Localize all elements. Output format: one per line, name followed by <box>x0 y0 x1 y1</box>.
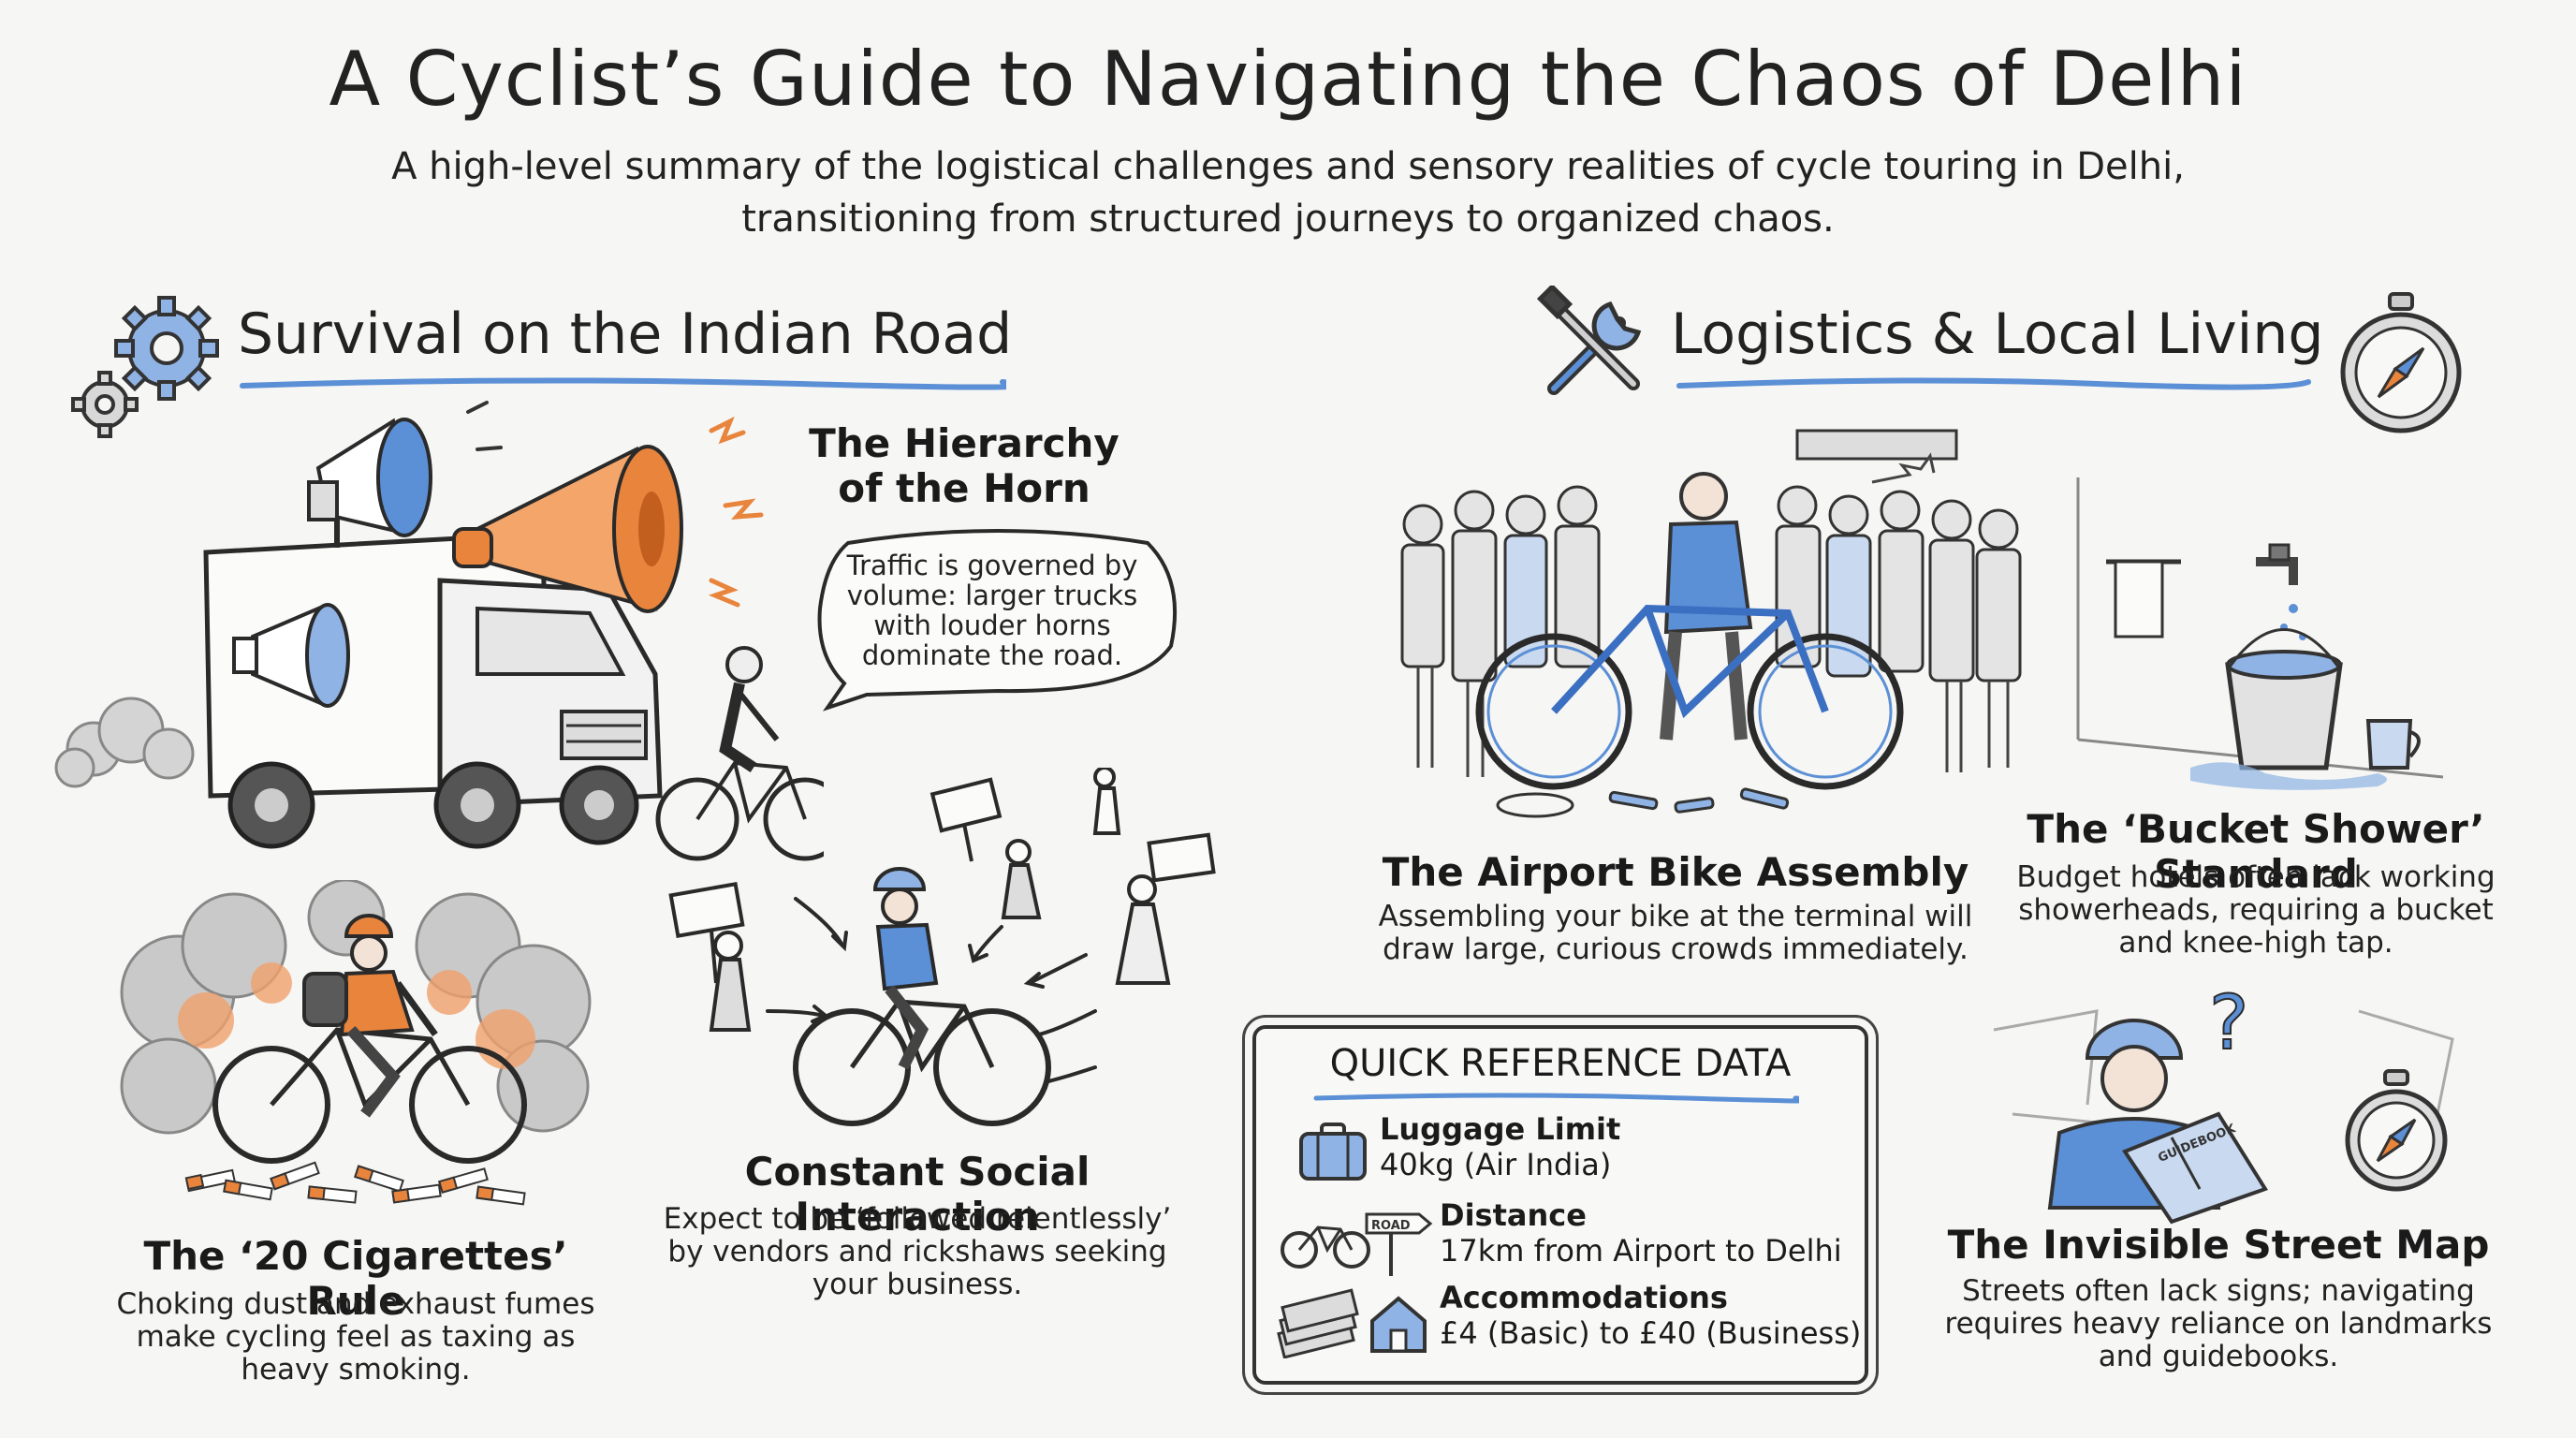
card-desc-bucket: Budget hotels often lack working showerh… <box>2016 860 2496 960</box>
money-house-icon <box>1277 1288 1427 1358</box>
bicycle-road-sign-icon: ROAD <box>1281 1212 1433 1276</box>
quick-ref-value-distance: 17km from Airport to Delhi <box>1440 1233 1842 1269</box>
quick-ref-label-distance: Distance <box>1440 1197 1587 1233</box>
card-desc-streetmap: Streets often lack signs; navigating req… <box>1944 1274 2493 1373</box>
card-desc-social: Expect to be ‘followed relentlessly’ by … <box>663 1202 1172 1301</box>
crowd-following-cyclist-illustration <box>668 768 1216 1126</box>
quick-ref-value-accommodations: £4 (Basic) to £40 (Business) <box>1440 1315 1862 1351</box>
smoky-cyclist-illustration <box>120 880 592 1164</box>
quick-ref-label-luggage: Luggage Limit <box>1380 1111 1621 1147</box>
airport-crowd-bike-illustration <box>1400 429 2022 818</box>
card-desc-airport: Assembling your bike at the terminal wil… <box>1378 900 1973 966</box>
section-title-survival: Survival on the Indian Road <box>238 301 1013 367</box>
bucket-shower-illustration <box>2076 477 2444 790</box>
quick-ref-label-accommodations: Accommodations <box>1440 1280 1728 1315</box>
horn-truck-illustration <box>54 401 824 861</box>
cigarettes-pile-icon <box>184 1161 526 1206</box>
quick-ref-value-luggage: 40kg (Air India) <box>1380 1147 1612 1182</box>
quick-reference-underline <box>1313 1093 1799 1104</box>
suitcase-icon <box>1299 1123 1367 1181</box>
page-title: A Cyclist’s Guide to Navigating the Chao… <box>329 36 2247 123</box>
quick-reference-heading: QUICK REFERENCE DATA <box>1329 1042 1792 1085</box>
section-underline-left <box>240 377 1006 390</box>
card-title-horn: The Hierarchy of the Horn <box>809 420 1120 511</box>
subtitle-line-2: transitioning from structured journeys t… <box>741 198 1835 241</box>
compass-small-icon <box>2345 1069 2448 1192</box>
card-desc-horn: Traffic is governed by volume: larger tr… <box>846 550 1138 671</box>
page-subtitle: A high-level summary of the logistical c… <box>258 140 2318 245</box>
road-sign-text: ROAD <box>1371 1219 1411 1233</box>
gears-icon <box>71 296 219 438</box>
card-title-social: Constant Social Interaction <box>744 1149 1090 1240</box>
subtitle-line-1: A high-level summary of the logistical c… <box>391 145 2185 188</box>
compass-icon <box>2340 292 2462 433</box>
section-title-logistics: Logistics & Local Living <box>1671 301 2324 367</box>
card-title-airport: The Airport Bike Assembly <box>1382 849 1969 895</box>
speech-bubble <box>817 529 1178 712</box>
card-desc-cigarettes: Choking dust and exhaust fumes make cycl… <box>116 1287 595 1387</box>
quick-reference-panel: QUICK REFERENCE DATA Luggage Limit 40kg … <box>1252 1025 1868 1385</box>
svg-text:?: ? <box>2209 979 2248 1066</box>
section-underline-right <box>1676 377 2311 390</box>
card-title-cigarettes: The ‘20 Cigarettes’ Rule <box>143 1233 568 1324</box>
card-title-streetmap: The Invisible Street Map <box>1947 1222 2490 1268</box>
guidebook-reader-illustration: ? GUIDEBOOK <box>1993 978 2454 1225</box>
card-title-bucket: The ‘Bucket Shower’ Standard <box>2027 806 2485 897</box>
wrench-screwdriver-icon <box>1536 286 1642 395</box>
